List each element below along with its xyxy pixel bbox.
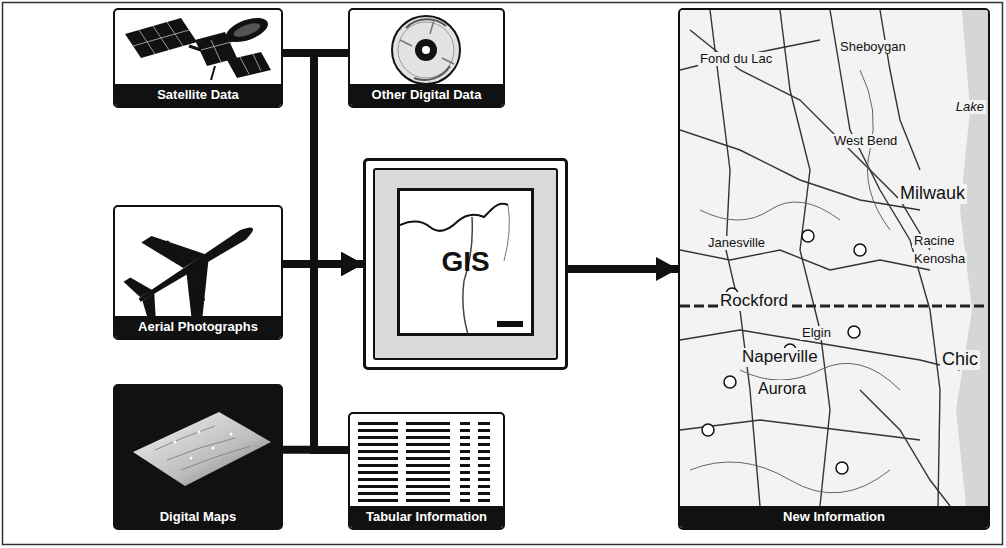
monitor-screen: GIS: [397, 188, 534, 336]
dmap-illustration: [115, 386, 281, 506]
label-band: Satellite Data: [115, 84, 281, 106]
source-label: New Information: [783, 509, 885, 524]
source-label: Digital Maps: [160, 509, 237, 524]
input-source-box: Other Digital Data: [348, 8, 505, 108]
label-band: New Information: [680, 506, 988, 528]
map-illustration: [680, 10, 988, 506]
sat-illustration: [115, 10, 281, 84]
plane-illustration: [115, 207, 281, 316]
input-source-box: Aerial Photographs: [113, 205, 283, 340]
frame-border: [3, 3, 1003, 545]
source-label: Other Digital Data: [372, 87, 482, 102]
flow-arrow: [568, 265, 678, 273]
source-label: Tabular Information: [366, 509, 487, 524]
label-band: Other Digital Data: [350, 84, 503, 106]
source-label: Aerial Photographs: [138, 319, 258, 334]
label-band: Digital Maps: [115, 506, 281, 528]
tab-illustration: [350, 414, 503, 506]
monitor-bezel: GIS: [373, 168, 558, 360]
output-map-panel: New Information: [678, 8, 990, 530]
cd-illustration: [350, 10, 503, 84]
input-source-box: Satellite Data: [113, 8, 283, 108]
label-band: Aerial Photographs: [115, 316, 281, 338]
source-label: Satellite Data: [157, 87, 239, 102]
input-source-box: Tabular Information: [348, 412, 505, 530]
gis-monitor: GIS: [363, 158, 568, 370]
label-band: Tabular Information: [350, 506, 503, 528]
gis-label: GIS: [400, 246, 531, 278]
input-source-box: Digital Maps: [113, 384, 283, 530]
